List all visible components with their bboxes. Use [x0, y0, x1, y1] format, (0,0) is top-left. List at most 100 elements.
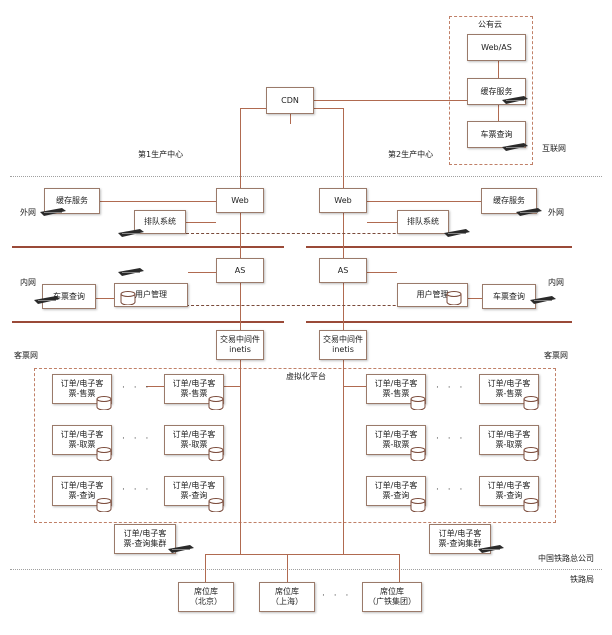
- line-seat-gt: [399, 554, 400, 582]
- line-cdn-cloud: [314, 100, 499, 101]
- server-icon: [530, 296, 556, 305]
- line-web-as-right: [343, 213, 344, 258]
- line-as-mw-left: [240, 283, 241, 330]
- bus-extranet-right: [306, 246, 572, 248]
- ticket-query-node-right[interactable]: 车票查询: [482, 284, 536, 309]
- database-icon: [410, 498, 426, 512]
- ellipsis: · · ·: [436, 434, 466, 444]
- as-node-left[interactable]: AS: [216, 258, 264, 283]
- line-seat-bj: [205, 554, 206, 582]
- order-take-node[interactable]: 订单/电子客 票-取票: [479, 425, 539, 455]
- bus-intranet-left: [12, 321, 284, 323]
- line-cdn-web-left: [240, 108, 241, 188]
- extranet-label-left: 外网: [20, 208, 36, 217]
- virtual-platform-region: [34, 368, 556, 523]
- database-icon: [446, 291, 462, 305]
- line-cdn-left: [240, 108, 266, 109]
- server-icon: [444, 229, 470, 238]
- line-query-right: [468, 298, 482, 299]
- zone-separator-railway: [10, 569, 602, 570]
- database-icon: [208, 447, 224, 461]
- bus-intranet-right: [306, 321, 572, 323]
- intranet-label-left: 内网: [20, 278, 36, 287]
- ticket-net-label-right: 客票网: [544, 351, 568, 360]
- line-as-mw-right: [343, 283, 344, 330]
- dashed-link-user: [186, 305, 436, 306]
- line-cdn-right: [314, 108, 344, 109]
- database-icon: [208, 498, 224, 512]
- order-take-node[interactable]: 订单/电子客 票-取票: [52, 425, 112, 455]
- server-icon: [118, 268, 144, 277]
- as-node-right[interactable]: AS: [319, 258, 367, 283]
- line-mw-down-left: [240, 360, 241, 555]
- database-icon: [208, 396, 224, 410]
- server-icon: [502, 143, 528, 152]
- database-icon: [410, 447, 426, 461]
- server-icon: [40, 208, 66, 217]
- database-icon: [410, 396, 426, 410]
- line-web-as-left: [240, 213, 241, 258]
- server-icon: [478, 545, 504, 554]
- public-cloud-label: 公有云: [478, 20, 502, 29]
- ticket-net-label-left: 客票网: [14, 351, 38, 360]
- order-query-node[interactable]: 订单/电子客 票-查询: [479, 476, 539, 506]
- middleware-node-right[interactable]: 交易中间件 inetis: [319, 330, 367, 360]
- queue-node-left[interactable]: 排队系统: [134, 210, 186, 234]
- china-railway-label: 中国铁路总公司: [538, 554, 594, 563]
- cloud-web-as-node[interactable]: Web/AS: [467, 34, 526, 61]
- seat-db-beijing[interactable]: 席位库 （北京）: [178, 582, 234, 612]
- server-icon: [118, 229, 144, 238]
- line-seat-sh: [287, 554, 288, 582]
- virtual-platform-label: 虚拟化平台: [286, 372, 326, 381]
- public-cloud-region: [449, 16, 533, 165]
- zone-separator-internet: [10, 176, 602, 177]
- line-web-queue-left: [186, 222, 216, 223]
- middleware-node-left[interactable]: 交易中间件 inetis: [216, 330, 264, 360]
- ellipsis: · · ·: [322, 591, 352, 601]
- order-sell-node[interactable]: 订单/电子客 票-售票: [164, 374, 224, 404]
- line-cdn-down: [290, 114, 291, 124]
- web-node-left[interactable]: Web: [216, 188, 264, 213]
- server-icon: [34, 296, 60, 305]
- line-web-queue-right: [367, 222, 397, 223]
- line-web-cache-left: [100, 201, 216, 202]
- line-cdn-web-right: [343, 108, 344, 188]
- web-node-right[interactable]: Web: [319, 188, 367, 213]
- server-icon: [168, 545, 194, 554]
- bus-extranet-left: [12, 246, 284, 248]
- ellipsis: · · ·: [122, 485, 152, 495]
- dashed-link-queue: [186, 233, 436, 234]
- seat-db-shanghai[interactable]: 席位库 （上海）: [259, 582, 315, 612]
- ellipsis: · · ·: [436, 485, 466, 495]
- ellipsis: · · ·: [122, 434, 152, 444]
- line-mw-down-right: [343, 360, 344, 555]
- server-icon: [502, 96, 528, 105]
- railway-bureau-label: 铁路局: [570, 575, 594, 584]
- cloud-ticket-query-node[interactable]: 车票查询: [467, 121, 526, 148]
- database-icon: [523, 396, 539, 410]
- cdn-node[interactable]: CDN: [266, 87, 314, 114]
- line-web-cache-right: [367, 201, 481, 202]
- database-icon: [523, 447, 539, 461]
- center2-label: 第2生产中心: [388, 150, 434, 159]
- line-as-user-right: [367, 272, 397, 273]
- database-icon: [96, 447, 112, 461]
- center1-label: 第1生产中心: [138, 150, 184, 159]
- intranet-label-right: 内网: [548, 278, 564, 287]
- extranet-label-right: 外网: [548, 208, 564, 217]
- queue-node-right[interactable]: 排队系统: [397, 210, 449, 234]
- line-as-user-left: [188, 272, 216, 273]
- order-take-node[interactable]: 订单/电子客 票-取票: [366, 425, 426, 455]
- ticket-query-node-left[interactable]: 车票查询: [42, 284, 96, 309]
- ellipsis: · · ·: [122, 383, 152, 393]
- database-icon: [96, 498, 112, 512]
- database-icon: [523, 498, 539, 512]
- seat-db-guangtie[interactable]: 席位库 （广铁集团）: [362, 582, 422, 612]
- ellipsis: · · ·: [436, 383, 466, 393]
- line-seat-bus: [205, 554, 400, 555]
- database-icon: [96, 396, 112, 410]
- internet-label: 互联网: [542, 144, 566, 153]
- cache-node-right[interactable]: 缓存服务: [481, 188, 537, 214]
- order-query-cluster-left[interactable]: 订单/电子客 票-查询集群: [114, 524, 176, 554]
